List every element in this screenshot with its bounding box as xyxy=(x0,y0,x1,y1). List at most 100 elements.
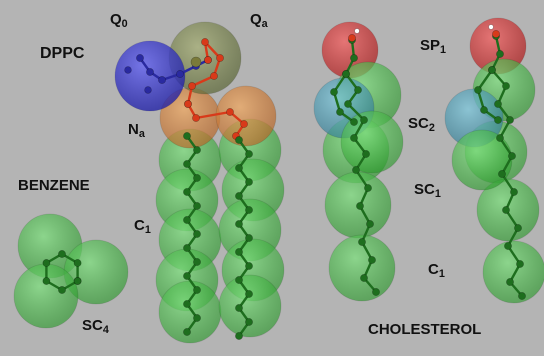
glycerol-atoms-atom xyxy=(240,120,248,128)
cholesterol-right-atoms-atom xyxy=(514,224,522,232)
dppc-tail-2-atoms-atom xyxy=(235,192,243,200)
hydroxyl-oxygen-atom xyxy=(348,34,356,42)
sc2-label: SC2 xyxy=(408,115,435,135)
dppc-tail-2-atoms-atom xyxy=(245,234,253,242)
qa-label: Qa xyxy=(250,11,268,31)
dppc-tail-2-atoms-atom xyxy=(245,178,253,186)
cholesterol-right-atoms-atom xyxy=(502,206,510,214)
benzene-ring-atoms-atom xyxy=(42,259,51,267)
cholesterol-left-ring-atoms-atom xyxy=(350,118,358,126)
cholesterol-left-ring-atoms-atom xyxy=(342,70,350,78)
cholesterol-left-atoms-atom xyxy=(356,202,364,210)
cholesterol-right-atoms-atom xyxy=(496,134,504,142)
cholesterol-left-atoms-atom xyxy=(364,184,372,192)
dppc-bead-q0 xyxy=(114,40,186,112)
cholesterol-left-atoms-atom xyxy=(368,256,376,264)
choline-atoms-atom xyxy=(176,70,184,78)
benzene-ring-atoms-atom xyxy=(58,250,66,258)
cholesterol-right-ring-atoms-atom xyxy=(488,66,496,74)
dppc-tail-2-atoms-atom xyxy=(235,164,243,172)
cholesterol-bead-sc1 xyxy=(328,234,396,302)
cholesterol-right-atoms-atom xyxy=(506,116,514,124)
phosphate-atoms-atom xyxy=(210,72,218,80)
choline-atom xyxy=(124,66,132,74)
cholesterol-right-atoms-atom xyxy=(498,170,506,178)
phosphorus-atom xyxy=(190,56,202,68)
cholesterol-right-atoms-atom xyxy=(496,50,504,58)
glycerol-atoms-atom xyxy=(192,114,200,122)
atomistic-atoms xyxy=(42,24,526,340)
dppc-tail-1-atoms-atom xyxy=(193,286,201,294)
dppc-tail-2-atoms-atom xyxy=(235,332,243,340)
dppc-label: DPPC xyxy=(40,45,85,62)
dppc-tail-1-atoms-atom xyxy=(193,174,201,182)
dppc-tail-1-atoms-atom xyxy=(193,258,201,266)
cholesterol-right-atoms xyxy=(490,35,523,297)
cholesterol-label: CHOLESTEROL xyxy=(368,321,482,338)
q0-label: Q0 xyxy=(110,11,128,31)
cholesterol-left-atoms-atom xyxy=(360,274,368,282)
glycerol-atoms-atom xyxy=(226,108,234,116)
dppc-tail-2-atoms-atom xyxy=(245,206,253,214)
phosphate-atoms-atom xyxy=(204,56,212,64)
cholesterol-left-atoms xyxy=(344,39,377,293)
dppc-tail-1-atoms-atom xyxy=(183,132,191,140)
cholesterol-left-atoms-atom xyxy=(352,166,360,174)
dppc-tail-bead-c1 xyxy=(218,274,282,338)
choline-atoms-atom xyxy=(158,76,166,84)
choline-atom xyxy=(144,86,152,94)
cholesterol-left-atoms-atom xyxy=(372,288,380,296)
cholesterol-left-atoms-atom xyxy=(362,150,370,158)
phosphate-atoms-atom xyxy=(188,82,196,90)
hydroxyl-oxygen-atom xyxy=(492,30,500,38)
hydroxyl-hydrogen-atom xyxy=(488,24,494,30)
cholesterol-right-atoms-atom xyxy=(506,278,514,286)
cholesterol-bead-sc1 xyxy=(451,129,513,191)
dppc-tail-2-atoms-atom xyxy=(235,276,243,284)
dppc-tail-1-atoms-atom xyxy=(193,146,201,154)
phosphate-atoms-atom xyxy=(216,54,224,62)
cholesterol-left-atoms-atom xyxy=(350,134,358,142)
cholesterol-right-atoms-atom xyxy=(508,152,516,160)
dppc-tail-2-atoms-atom xyxy=(235,248,243,256)
benzene-ring-atoms-atom xyxy=(73,259,82,267)
benzene-ring-atoms-atom xyxy=(42,277,51,285)
cholesterol-left-atoms-atom xyxy=(344,100,352,108)
dppc-tail-1-atoms-atom xyxy=(183,300,191,308)
phosphate-atoms-atom xyxy=(201,38,209,46)
dppc-tail-1-atoms-atom xyxy=(183,272,191,280)
cholesterol-right-atoms-atom xyxy=(516,260,524,268)
cholesterol-left-ring-atoms-atom xyxy=(336,108,344,116)
cholesterol-left-ring-atoms-atom xyxy=(330,88,338,96)
dppc-tail-2-atoms-atom xyxy=(245,290,253,298)
sp1-label: SP1 xyxy=(420,37,447,57)
dppc-tail-1-atoms-atom xyxy=(193,202,201,210)
dppc-tail-1-atoms-atom xyxy=(193,230,201,238)
cholesterol-left-atoms-atom xyxy=(350,54,358,62)
cholesterol-right-ring-atoms xyxy=(476,69,499,121)
coarse-grained-beads xyxy=(13,17,544,344)
dppc-tail-1-atoms-atom xyxy=(183,328,191,336)
cholesterol-right-atoms-atom xyxy=(494,100,502,108)
choline-atoms-atom xyxy=(146,68,154,76)
choline-atoms-atom xyxy=(136,54,144,62)
dppc-tail-1-atoms-atom xyxy=(183,188,191,196)
dppc-tail-2-atoms-atom xyxy=(245,262,253,270)
dppc-bead-na xyxy=(215,85,277,147)
cholesterol-right-atoms-atom xyxy=(518,292,526,300)
dppc-tail-1-atoms-atom xyxy=(183,216,191,224)
benzene-ring-atoms-atom xyxy=(58,286,66,294)
cholesterol-bead-sc1 xyxy=(482,240,544,304)
benzene-ring-atoms-atom xyxy=(73,277,82,285)
dppc-tail-2-atoms-atom xyxy=(235,304,243,312)
c1-dppc-label: C1 xyxy=(134,217,151,237)
c1-cholesterol-label: C1 xyxy=(428,261,445,281)
sc1-label: SC1 xyxy=(414,181,441,201)
cholesterol-left-atoms-atom xyxy=(354,86,362,94)
cholesterol-right-atoms-atom xyxy=(510,188,518,196)
dppc-tail-2-atoms-atom xyxy=(235,220,243,228)
cholesterol-left-ring-atoms xyxy=(332,73,355,123)
dppc-tail-1-atoms-atom xyxy=(183,244,191,252)
glycerol-atoms-atom xyxy=(184,100,192,108)
